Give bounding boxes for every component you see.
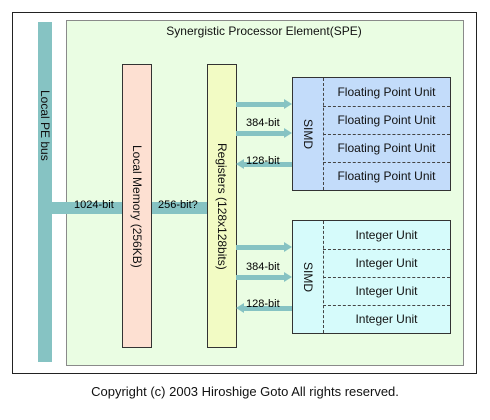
int-out-label: 128-bit (246, 298, 280, 310)
fpu-simd-label: SIMD (293, 78, 324, 190)
fpu-out-arrow (236, 159, 292, 169)
local-pe-bus-label: Local PE bus (38, 90, 52, 161)
int-in-label: 384-bit (246, 261, 280, 273)
integer-unit: Integer Unit (323, 221, 450, 250)
fpu-out-label: 128-bit (246, 155, 280, 167)
int-in-arrow-2 (236, 272, 292, 282)
fpu-in-arrow-1 (236, 99, 292, 109)
integer-unit: Integer Unit (323, 249, 450, 278)
local-memory-label: Local Memory (256KB) (130, 144, 144, 268)
spe-title: Synergistic Processor Element(SPE) (166, 24, 362, 38)
int-in-arrow-1 (236, 242, 292, 252)
fpu-unit: Floating Point Unit (337, 169, 436, 183)
bus-pe-to-memory (52, 202, 122, 214)
fpu-in-arrow-2 (236, 128, 292, 138)
integer-unit: Integer Unit (355, 312, 418, 326)
fpu-unit: Floating Point Unit (323, 78, 450, 107)
local-memory-box: Local Memory (256KB) (122, 64, 152, 348)
integer-group: SIMD Integer Unit Integer Unit Integer U… (292, 220, 451, 334)
int-simd-label: SIMD (293, 221, 324, 333)
fpu-group: SIMD Floating Point Unit Floating Point … (292, 77, 451, 191)
copyright-notice: Copyright (c) 2003 Hiroshige Goto All ri… (91, 384, 399, 399)
integer-unit: Integer Unit (323, 277, 450, 306)
fpu-unit: Floating Point Unit (323, 106, 450, 135)
bus-1024-label: 1024-bit (74, 199, 114, 211)
registers-label: Registers (128x128bits) (215, 142, 229, 270)
bus-256-label: 256-bit? (158, 199, 198, 211)
registers-box: Registers (128x128bits) (207, 64, 237, 348)
fpu-in-label: 384-bit (246, 117, 280, 129)
fpu-unit: Floating Point Unit (323, 134, 450, 163)
bus-memory-to-registers (150, 202, 207, 214)
int-out-arrow (236, 303, 292, 313)
local-pe-bus (38, 22, 52, 362)
